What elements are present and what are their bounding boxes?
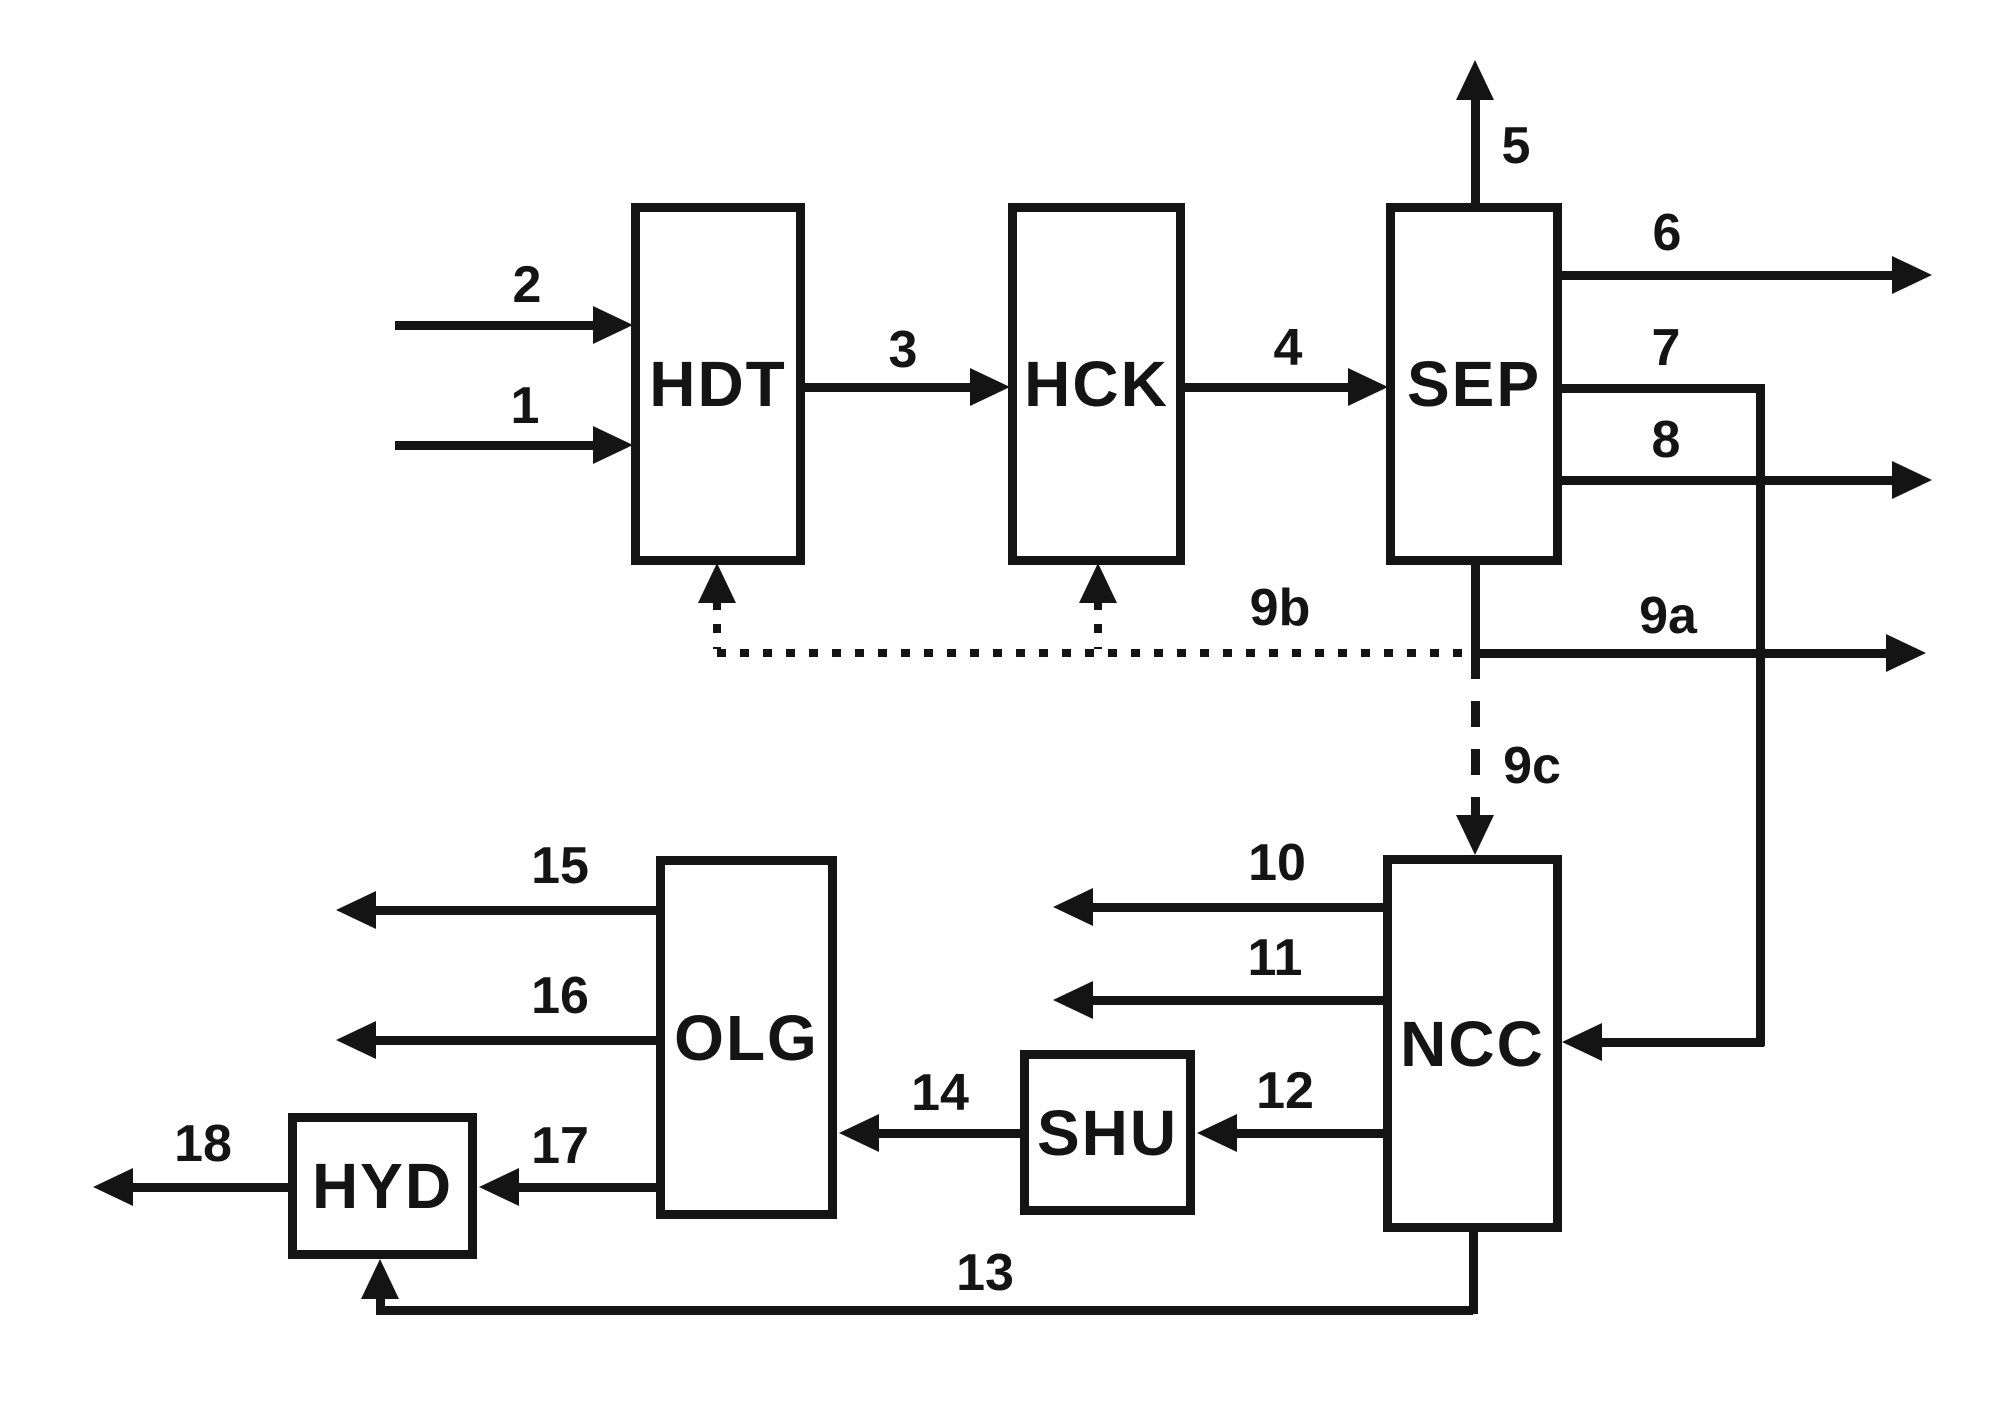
- unit-box-hyd: HYD: [288, 1113, 477, 1259]
- stream-11-line: [1093, 996, 1383, 1005]
- stream-3-arrowhead-icon: [970, 368, 1010, 406]
- stream-label-15: 15: [531, 837, 589, 895]
- stream-label-11: 11: [1247, 929, 1303, 987]
- stream-9b-arrowhead-hdt-icon: [698, 563, 736, 603]
- stream-label-5: 5: [1501, 117, 1531, 175]
- stream-9a-arrowhead-icon: [1886, 634, 1926, 672]
- stream-18-line: [133, 1183, 288, 1192]
- unit-label-hck: HCK: [1024, 348, 1169, 420]
- stream-16-line: [376, 1036, 656, 1045]
- stream-8-line: [1562, 476, 1892, 485]
- stream-label-8: 8: [1651, 411, 1681, 469]
- unit-label-hyd: HYD: [311, 1150, 454, 1222]
- stream-label-13: 13: [956, 1244, 1014, 1302]
- stream-label-7: 7: [1651, 319, 1681, 377]
- stream-8-arrowhead-icon: [1892, 461, 1932, 499]
- stream-9b-dotted-riser-hdt: [713, 601, 721, 649]
- stream-5-arrowhead-icon: [1456, 60, 1494, 100]
- stream-label-10: 10: [1248, 834, 1306, 892]
- stream-10-line: [1093, 903, 1383, 912]
- stream-11-arrowhead-icon: [1053, 981, 1093, 1019]
- stream-7-line-top: [1562, 384, 1764, 393]
- stream-7-line-vertical: [1756, 384, 1765, 1046]
- stream-16-arrowhead-icon: [336, 1021, 376, 1059]
- stream-label-18: 18: [174, 1115, 232, 1173]
- stream-4-line: [1185, 383, 1348, 392]
- sep-bottom-stem-line: [1471, 565, 1480, 657]
- stream-3-line: [805, 383, 970, 392]
- stream-9a-line: [1471, 649, 1886, 658]
- stream-17-arrowhead-icon: [479, 1168, 519, 1206]
- stream-13-line-riser: [376, 1295, 385, 1314]
- stream-4-arrowhead-icon: [1348, 368, 1388, 406]
- stream-label-2: 2: [512, 256, 542, 314]
- stream-12-line: [1237, 1129, 1383, 1138]
- stream-7-arrowhead-icon: [1562, 1023, 1602, 1061]
- stream-14-arrowhead-icon: [839, 1114, 879, 1152]
- stream-9b-dotted-line: [717, 649, 1475, 657]
- unit-box-shu: SHU: [1020, 1050, 1195, 1215]
- stream-label-9b: 9b: [1249, 579, 1311, 637]
- stream-15-arrowhead-icon: [336, 891, 376, 929]
- stream-label-16: 16: [531, 967, 589, 1025]
- stream-2-line: [395, 321, 593, 330]
- unit-label-shu: SHU: [1036, 1096, 1179, 1169]
- stream-5-line: [1471, 100, 1480, 205]
- stream-label-1: 1: [510, 377, 540, 435]
- stream-10-arrowhead-icon: [1053, 888, 1093, 926]
- stream-9c-dashed-line: [1471, 653, 1480, 815]
- unit-box-olg: OLG: [656, 856, 837, 1219]
- stream-12-arrowhead-icon: [1197, 1114, 1237, 1152]
- stream-9c-arrowhead-icon: [1456, 815, 1494, 855]
- unit-label-olg: OLG: [674, 1001, 819, 1074]
- unit-box-hck: HCK: [1008, 203, 1185, 565]
- stream-1-arrowhead-icon: [593, 426, 633, 464]
- stream-1-line: [395, 441, 593, 450]
- stream-13-arrowhead-icon: [361, 1259, 399, 1299]
- stream-label-6: 6: [1652, 204, 1682, 262]
- stream-6-arrowhead-icon: [1892, 256, 1932, 294]
- stream-label-9a: 9a: [1639, 587, 1697, 645]
- stream-13-line-horizontal: [376, 1306, 1473, 1315]
- stream-label-4: 4: [1273, 319, 1303, 377]
- stream-13-line-drop: [1469, 1232, 1478, 1314]
- stream-2-arrowhead-icon: [593, 306, 633, 344]
- unit-label-hdt: HDT: [649, 348, 787, 420]
- unit-box-sep: SEP: [1386, 203, 1562, 565]
- unit-label-ncc: NCC: [1400, 1007, 1545, 1080]
- stream-14-line: [879, 1129, 1020, 1138]
- stream-label-9c: 9c: [1503, 737, 1561, 795]
- unit-box-ncc: NCC: [1383, 855, 1562, 1232]
- stream-label-17: 17: [531, 1117, 589, 1175]
- stream-label-3: 3: [888, 321, 918, 379]
- stream-7-line-bottom: [1602, 1038, 1764, 1047]
- unit-box-hdt: HDT: [631, 203, 805, 565]
- stream-label-14: 14: [911, 1064, 969, 1122]
- stream-label-12: 12: [1256, 1062, 1314, 1120]
- stream-6-line: [1562, 271, 1892, 280]
- stream-9b-dotted-riser-hck: [1094, 601, 1102, 649]
- stream-18-arrowhead-icon: [93, 1168, 133, 1206]
- unit-label-sep: SEP: [1406, 348, 1542, 420]
- stream-17-line: [519, 1183, 656, 1192]
- stream-15-line: [376, 906, 656, 915]
- stream-9b-arrowhead-hck-icon: [1079, 563, 1117, 603]
